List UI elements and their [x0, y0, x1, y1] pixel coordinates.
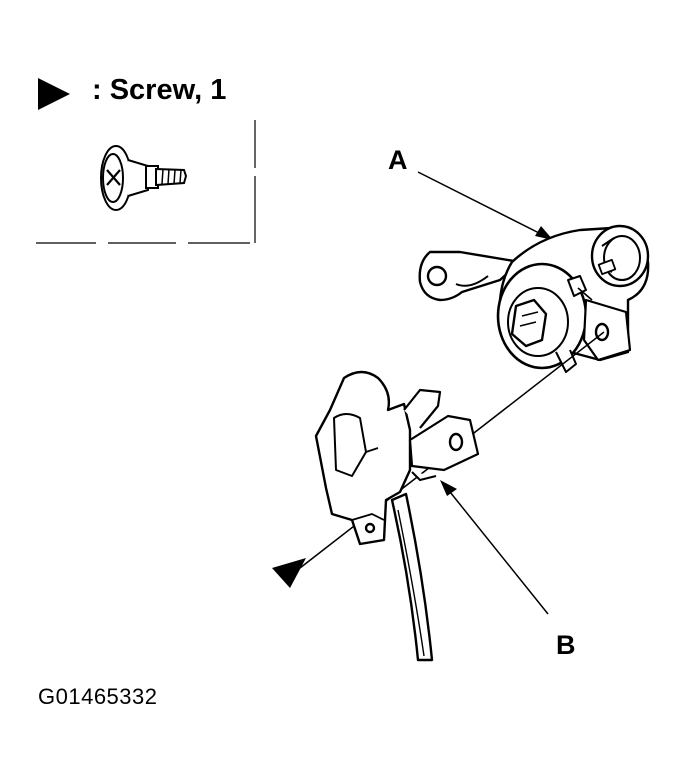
screw-marker-icon: [272, 558, 306, 588]
door-latch-assembly: [314, 370, 480, 662]
callout-label-a: A: [388, 145, 408, 175]
screw-icon: [100, 145, 188, 211]
figure-id: G01465332: [38, 684, 158, 709]
lock-cylinder: [418, 224, 650, 373]
callout-label-b: B: [556, 630, 576, 660]
triangle-marker-icon: [38, 78, 70, 110]
leader-line-a: [417, 171, 553, 240]
legend-label: : Screw, 1: [92, 74, 227, 106]
leader-line-b: [440, 480, 549, 615]
legend-box: [36, 120, 256, 244]
